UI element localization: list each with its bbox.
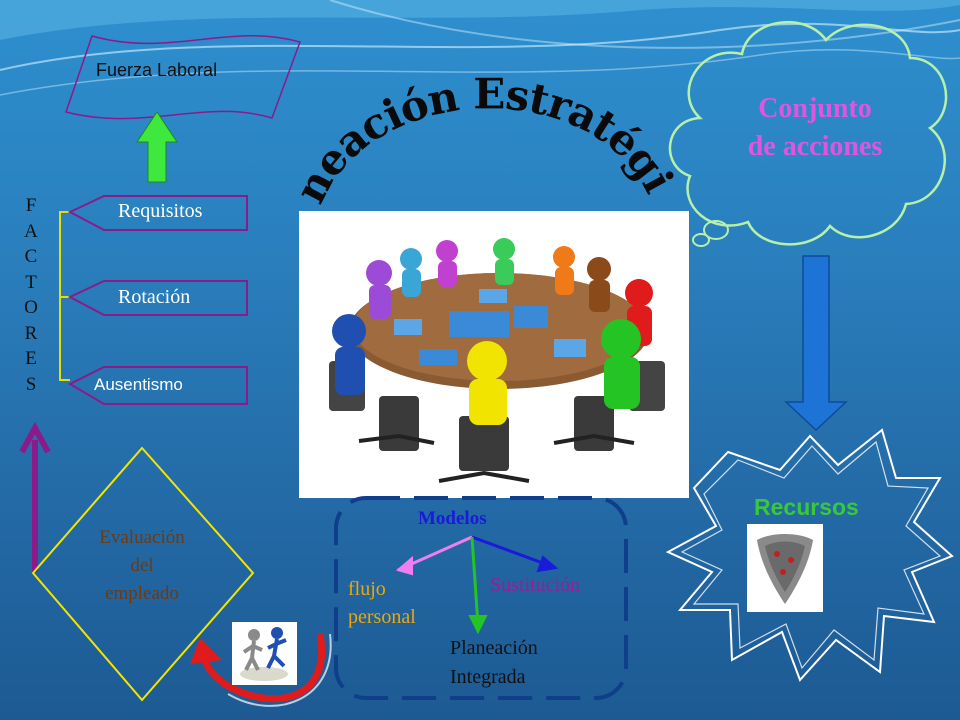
- modelos-sustitucion: Sustitución: [490, 574, 581, 596]
- factores-letter: A: [24, 220, 38, 242]
- evaluacion-line-1: Evaluación: [99, 527, 185, 548]
- factores-letter: C: [24, 246, 38, 267]
- fuerza-laboral-label: Fuerza Laboral: [96, 60, 218, 80]
- evaluacion-line-2: del: [130, 555, 154, 576]
- flujo-line-2: personal: [348, 606, 416, 628]
- factor-ausentismo: Ausentismo: [94, 375, 183, 394]
- modelos-flujo: flujo personal: [348, 575, 416, 631]
- flujo-line-1: flujo: [348, 578, 386, 600]
- factores-letter: S: [25, 373, 37, 395]
- factores-letter: E: [25, 348, 37, 369]
- meeting-table-image: [299, 211, 689, 498]
- planeacion-line-2: Integrada: [450, 666, 526, 688]
- factor-rotacion: Rotación: [118, 286, 191, 308]
- evaluacion-text: Evaluación del empleado: [72, 524, 212, 608]
- factores-letter: T: [25, 271, 37, 293]
- modelos-planeacion: Planeación Integrada: [450, 634, 538, 692]
- evaluacion-line-3: empleado: [105, 583, 179, 604]
- factores-letter: R: [24, 322, 38, 344]
- people-crowd-image: [747, 524, 823, 612]
- recursos-label: Recursos: [754, 494, 859, 520]
- planeacion-line-1: Planeación: [450, 637, 538, 659]
- cloud-line-2: de acciones: [747, 131, 883, 162]
- factor-requisitos: Requisitos: [118, 200, 203, 222]
- factores-letter: O: [24, 297, 38, 318]
- modelos-title: Modelos: [418, 508, 487, 529]
- factores-letter: F: [25, 195, 37, 216]
- cloud-line-1: Conjunto: [758, 93, 872, 124]
- running-figures-image: [232, 622, 297, 685]
- cloud-text: Conjunto de acciones: [720, 90, 910, 166]
